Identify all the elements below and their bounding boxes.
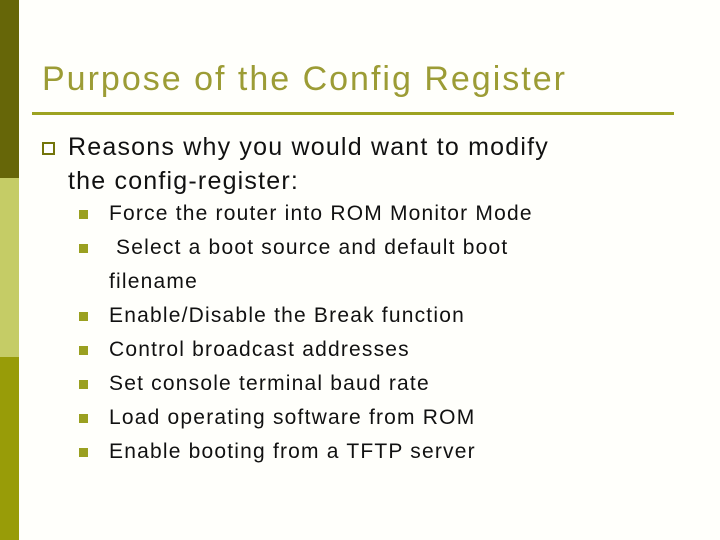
intro-bullet-row: Reasons why you would want to modify the …: [42, 130, 692, 198]
list-item: Load operating software from ROM: [79, 401, 689, 435]
intro-line: Reasons why you would want to modify: [68, 133, 549, 161]
list-item: filename: [79, 265, 689, 299]
sidebar-segment-top: [0, 0, 19, 178]
list-item: Force the router into ROM Monitor Mode: [79, 197, 689, 231]
list-item-text: Enable booting from a TFTP server: [109, 440, 476, 463]
list-item-text: Select a boot source and default boot: [109, 236, 509, 259]
list-item-text: Load operating software from ROM: [109, 406, 476, 429]
list-item: Enable/Disable the Break function: [79, 299, 689, 333]
filled-square-bullet-icon: [79, 414, 88, 423]
list-item: Control broadcast addresses: [79, 333, 689, 367]
list-item: Select a boot source and default boot: [79, 231, 689, 265]
list-item-text: Set console terminal baud rate: [109, 372, 430, 395]
sidebar-segment-middle: [0, 178, 19, 357]
filled-square-bullet-icon: [79, 448, 88, 457]
filled-square-bullet-icon: [79, 346, 88, 355]
sidebar-accent-bar: [0, 0, 19, 540]
filled-square-bullet-icon: [79, 380, 88, 389]
filled-square-bullet-icon: [79, 244, 88, 253]
list-item-text: Control broadcast addresses: [109, 338, 410, 361]
intro-line: the config-register:: [68, 167, 300, 195]
filled-square-bullet-icon: [79, 312, 88, 321]
slide-title: Purpose of the Config Register: [42, 60, 567, 98]
list-item: Enable booting from a TFTP server: [79, 435, 689, 469]
title-underline: [32, 112, 674, 115]
intro-text: Reasons why you would want to modify the …: [68, 130, 549, 198]
filled-square-bullet-icon: [79, 210, 88, 219]
sidebar-segment-bottom: [0, 357, 19, 540]
list-item-text: Force the router into ROM Monitor Mode: [109, 202, 533, 225]
list-item-text: filename: [109, 270, 198, 293]
list-item-text: Enable/Disable the Break function: [109, 304, 465, 327]
sub-bullet-list: Force the router into ROM Monitor Mode S…: [79, 197, 689, 469]
list-item: Set console terminal baud rate: [79, 367, 689, 401]
hollow-square-bullet-icon: [42, 142, 55, 155]
